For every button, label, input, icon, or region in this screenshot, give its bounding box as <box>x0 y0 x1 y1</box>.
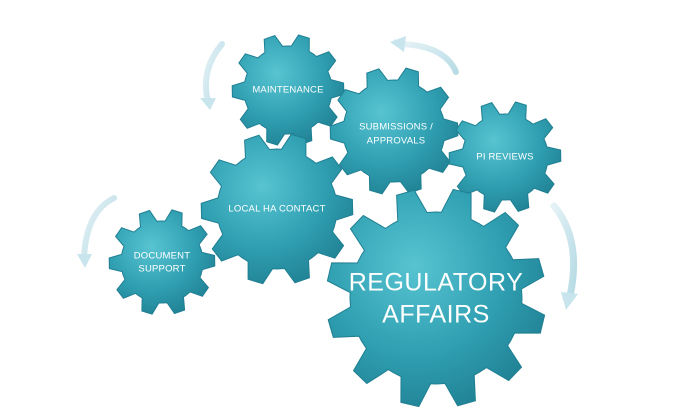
gear-submissions-label-line1: SUBMISSIONS / <box>359 122 433 133</box>
gear-local-ha-contact-shape <box>200 133 354 285</box>
gear-document-support-label-line1: DOCUMENT <box>134 251 191 262</box>
arrow-top-right <box>399 41 459 75</box>
gear-regulatory-affairs-label-line2: AFFAIRS <box>382 301 490 329</box>
arrow-top-left <box>202 41 225 105</box>
gear-regulatory-affairs: REGULATORY AFFAIRS <box>326 188 546 408</box>
gear-maintenance-shape <box>231 34 345 146</box>
arrow-left-head <box>77 254 92 268</box>
gear-submissions-label-line2: APPROVALS <box>367 136 426 147</box>
gear-pi-reviews-shape <box>448 101 562 213</box>
gear-document-support-label-line2: SUPPORT <box>138 264 185 275</box>
gear-pi-reviews: PI REVIEWS <box>448 101 562 213</box>
arrow-left <box>81 195 117 261</box>
gear-maintenance: MAINTENANCE <box>231 34 345 146</box>
arrow-top-right-tip <box>390 36 406 52</box>
gear-submissions-shape <box>329 67 459 195</box>
gear-local-ha-contact: LOCAL HA CONTACT <box>200 133 354 285</box>
arrow-right-head <box>561 292 578 310</box>
gear-regulatory-affairs-shape <box>326 188 546 408</box>
gear-local-ha-contact-label: LOCAL HA CONTACT <box>228 204 325 215</box>
gear-maintenance-label: MAINTENANCE <box>252 85 323 96</box>
gear-document-support-shape <box>108 209 216 315</box>
cycle-arrows <box>77 36 578 310</box>
arrow-right <box>550 202 578 300</box>
gear-document-support: DOCUMENT SUPPORT <box>108 209 216 315</box>
gear-submissions: SUBMISSIONS / APPROVALS <box>329 67 459 195</box>
gear-pi-reviews-label: PI REVIEWS <box>476 152 533 163</box>
arrow-top-left-head <box>200 98 216 110</box>
gear-regulatory-affairs-label-line1: REGULATORY <box>349 269 524 297</box>
